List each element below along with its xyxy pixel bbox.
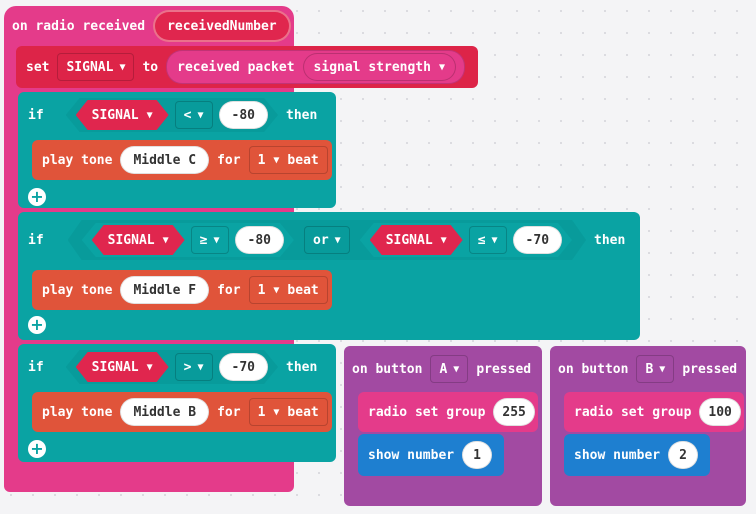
add-else-icon[interactable]: + — [28, 188, 46, 206]
chevron-down-icon: ▼ — [453, 363, 460, 375]
received-number-param[interactable]: receivedNumber — [153, 10, 291, 42]
signal-variable[interactable]: SIGNAL▼ — [76, 352, 169, 382]
group-number-input[interactable]: 100 — [699, 398, 741, 426]
compare-block-a[interactable]: SIGNAL▼ ≥▼ -80 — [82, 223, 294, 257]
signal-variable-dropdown[interactable]: SIGNAL▼ — [57, 53, 135, 81]
play-tone-block-3[interactable]: play tone Middle B for 1▼beat — [32, 392, 332, 432]
radio-set-group-label: radio set group — [368, 404, 486, 420]
then-keyword: then — [286, 107, 318, 123]
operator-dropdown[interactable]: <▼ — [175, 101, 213, 129]
note-input[interactable]: Middle C — [120, 146, 210, 174]
radio-set-group-block-b[interactable]: radio set group 100 — [564, 392, 744, 432]
button-b-header: on button B▼ pressed — [550, 350, 746, 388]
then-keyword: then — [286, 359, 318, 375]
operator-dropdown[interactable]: ≥▼ — [191, 226, 229, 254]
logic-operator-dropdown[interactable]: or▼ — [304, 226, 350, 254]
chevron-down-icon: ▼ — [438, 61, 445, 73]
packet-property-dropdown[interactable]: signal strength▼ — [302, 53, 456, 81]
add-else-icon[interactable]: + — [28, 316, 46, 334]
number-input[interactable]: -70 — [513, 226, 562, 254]
number-input[interactable]: -80 — [219, 101, 268, 129]
show-number-block-b[interactable]: show number 2 — [564, 434, 710, 476]
button-selector-dropdown[interactable]: A▼ — [430, 355, 469, 383]
for-label: for — [217, 282, 241, 298]
number-input[interactable]: 2 — [668, 441, 698, 469]
compare-block-b[interactable]: SIGNAL▼ ≤▼ -70 — [360, 223, 572, 257]
pressed-label: pressed — [476, 361, 532, 377]
if-keyword: if — [28, 359, 44, 375]
number-input[interactable]: -80 — [235, 226, 284, 254]
chevron-down-icon: ▼ — [197, 109, 204, 121]
for-label: for — [217, 152, 241, 168]
on-button-label: on button — [558, 361, 629, 377]
then-keyword: then — [594, 232, 626, 248]
chevron-down-icon: ▼ — [197, 361, 204, 373]
radio-set-group-block-a[interactable]: radio set group 255 — [358, 392, 538, 432]
show-number-label: show number — [574, 447, 661, 463]
show-number-label: show number — [368, 447, 455, 463]
chevron-down-icon: ▼ — [162, 234, 169, 246]
if-2-condition-row: if SIGNAL▼ ≥▼ -80 or▼ SIGNAL▼ ≤▼ -70 the… — [18, 218, 640, 262]
chevron-down-icon: ▼ — [273, 406, 280, 418]
chevron-down-icon: ▼ — [119, 61, 126, 73]
operator-dropdown[interactable]: >▼ — [175, 353, 213, 381]
set-variable-block[interactable]: set SIGNAL▼ to received packet signal st… — [16, 46, 478, 88]
compare-block[interactable]: SIGNAL▼ <▼ -80 — [66, 98, 278, 132]
if-1-condition-row: if SIGNAL▼ <▼ -80 then — [18, 94, 338, 136]
on-button-label: on button — [352, 361, 423, 377]
button-a-header: on button A▼ pressed — [344, 350, 542, 388]
received-packet-block[interactable]: received packet signal strength▼ — [166, 50, 465, 84]
operator-dropdown[interactable]: ≤▼ — [469, 226, 507, 254]
if-3-condition-row: if SIGNAL▼ >▼ -70 then — [18, 346, 338, 388]
chevron-down-icon: ▼ — [334, 234, 341, 246]
chevron-down-icon: ▼ — [659, 363, 666, 375]
signal-variable[interactable]: SIGNAL▼ — [370, 225, 463, 255]
pressed-label: pressed — [682, 361, 738, 377]
play-tone-label: play tone — [42, 282, 113, 298]
show-number-block-a[interactable]: show number 1 — [358, 434, 504, 476]
chevron-down-icon: ▼ — [491, 234, 498, 246]
or-block[interactable]: SIGNAL▼ ≥▼ -80 or▼ SIGNAL▼ ≤▼ -70 — [68, 220, 586, 260]
chevron-down-icon: ▼ — [273, 154, 280, 166]
chevron-down-icon: ▼ — [273, 284, 280, 296]
radio-set-group-label: radio set group — [574, 404, 692, 420]
play-tone-label: play tone — [42, 404, 113, 420]
number-input[interactable]: -70 — [219, 353, 268, 381]
for-label: for — [217, 404, 241, 420]
play-tone-block-2[interactable]: play tone Middle F for 1▼beat — [32, 270, 332, 310]
chevron-down-icon: ▼ — [146, 109, 153, 121]
note-input[interactable]: Middle F — [120, 276, 210, 304]
if-keyword: if — [28, 107, 44, 123]
to-keyword: to — [142, 59, 159, 75]
event-label: on radio received — [12, 18, 146, 34]
button-selector-dropdown[interactable]: B▼ — [636, 355, 675, 383]
beat-dropdown[interactable]: 1▼beat — [248, 146, 328, 174]
play-tone-block-1[interactable]: play tone Middle C for 1▼beat — [32, 140, 332, 180]
chevron-down-icon: ▼ — [146, 361, 153, 373]
group-number-input[interactable]: 255 — [493, 398, 535, 426]
set-keyword: set — [26, 59, 50, 75]
compare-block[interactable]: SIGNAL▼ >▼ -70 — [66, 350, 278, 384]
chevron-down-icon: ▼ — [213, 234, 220, 246]
beat-dropdown[interactable]: 1▼beat — [248, 398, 328, 426]
chevron-down-icon: ▼ — [440, 234, 447, 246]
note-input[interactable]: Middle B — [120, 398, 210, 426]
beat-dropdown[interactable]: 1▼beat — [248, 276, 328, 304]
if-keyword: if — [28, 232, 44, 248]
play-tone-label: play tone — [42, 152, 113, 168]
on-radio-received-header[interactable]: on radio received receivedNumber — [4, 8, 294, 44]
number-input[interactable]: 1 — [462, 441, 492, 469]
add-else-icon[interactable]: + — [28, 440, 46, 458]
signal-variable[interactable]: SIGNAL▼ — [76, 100, 169, 130]
signal-variable[interactable]: SIGNAL▼ — [92, 225, 185, 255]
